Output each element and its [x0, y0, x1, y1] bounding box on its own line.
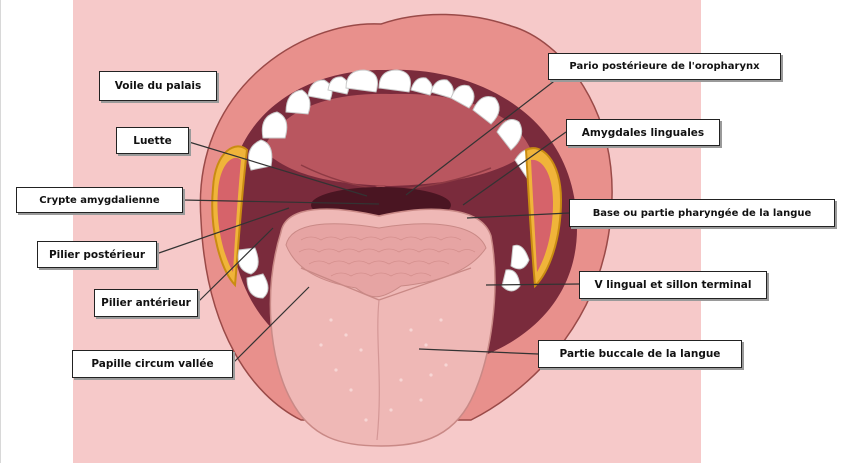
label-pilier-anterieur: Pilier antérieur	[94, 289, 198, 317]
label-v-lingual: V lingual et sillon terminal	[579, 271, 767, 299]
label-luette: Luette	[116, 127, 189, 154]
label-crypte-amygdalienne: Crypte amygdalienne	[16, 187, 183, 213]
label-paroi-posterieure: Pario postérieure de l'oropharynx	[548, 53, 781, 80]
label-amygdales-linguales: Amygdales linguales	[566, 119, 720, 146]
label-pilier-posterieur: Pilier postérieur	[37, 241, 157, 268]
label-base-langue: Base ou partie pharyngée de la langue	[569, 199, 835, 227]
label-papille-circum-vallee: Papille circum vallée	[72, 350, 233, 378]
label-voile-du-palais: Voile du palais	[99, 71, 217, 101]
label-partie-buccale: Partie buccale de la langue	[538, 340, 742, 368]
